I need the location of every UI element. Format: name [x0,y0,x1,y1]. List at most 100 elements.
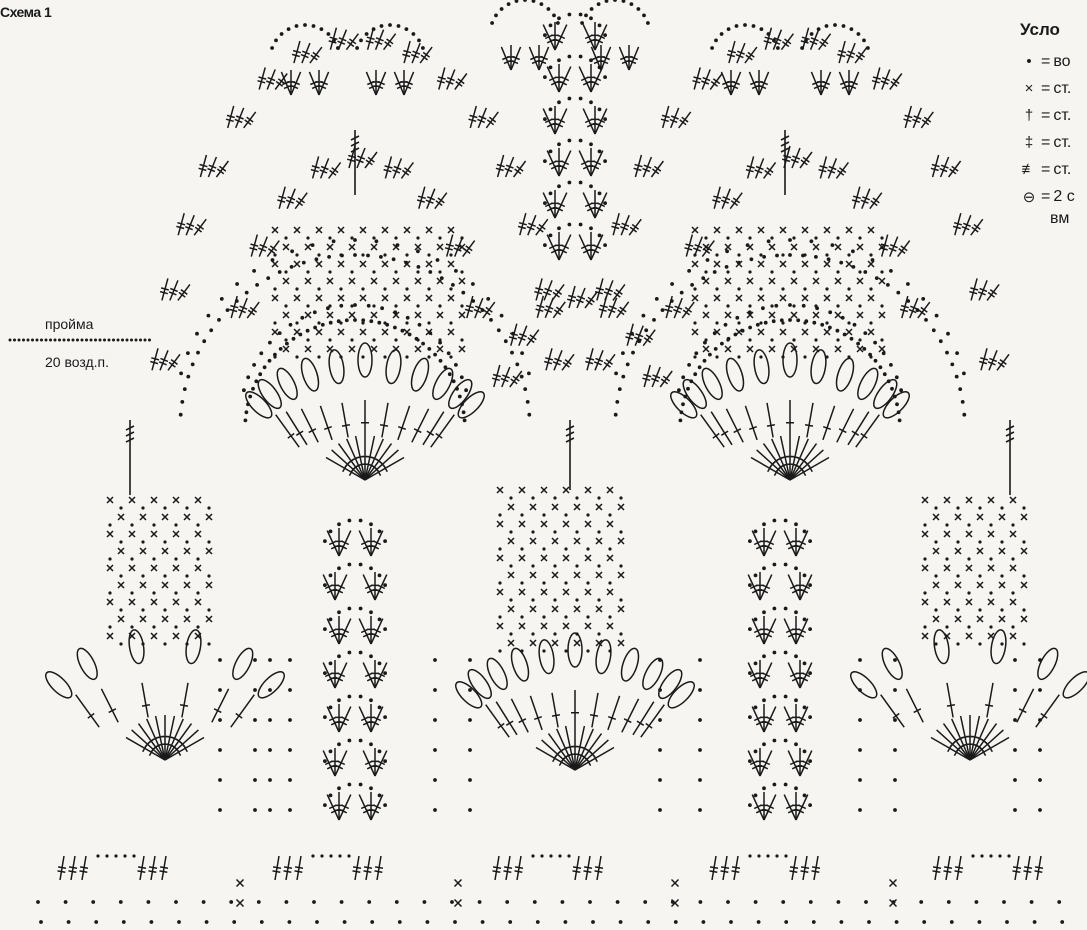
chain-dot [784,920,788,924]
single-crochet-mark [327,312,333,318]
crochet-stitch [291,72,301,95]
chain-dot [698,688,702,692]
crochet-stitch [790,856,799,880]
chain-dot [394,236,397,239]
single-crochet-mark [455,880,462,887]
chain-dot [498,547,501,550]
chain-dot [947,900,951,904]
chain-dot [869,287,872,290]
legend-item-double: ‡=ст. [1020,129,1087,156]
single-crochet-mark [868,227,874,233]
crochet-stitch [431,415,455,448]
chain-dot [579,139,583,143]
single-crochet-mark [596,538,602,544]
crochet-stitch [559,235,571,260]
chain-dot [392,257,396,261]
single-crochet-mark [703,278,709,284]
crochet-stitch [286,412,307,445]
chain-dot [814,338,817,341]
chain-dot [246,375,250,379]
chain-dot [804,319,808,323]
chain-dot [631,351,635,355]
chain-dot [288,920,292,924]
single-crochet-mark [140,548,146,554]
chain-dot [693,287,696,290]
single-crochet-mark [195,599,201,605]
single-crochet-mark [977,582,983,588]
chain-dot [461,291,465,295]
chain-dot [759,355,762,358]
chain-dot [394,304,397,307]
chain-dot [867,920,871,924]
chain-dot [762,742,766,746]
crochet-stitch [194,219,206,235]
chain-dot [754,530,758,534]
crochet-stitch [527,330,539,346]
single-crochet-mark [129,497,135,503]
chain-dot [359,607,363,611]
crochet-stitch [327,531,339,556]
chain-dot [369,610,373,614]
chain-dot [174,557,177,560]
chain-dot [64,900,68,904]
chain-dot [36,900,40,904]
crochet-stitch [786,400,794,435]
chain-dot [284,304,287,307]
chain-dot [1057,900,1061,904]
crochet-stitch [323,751,335,776]
two-together-oval [833,356,857,393]
chain-dot [337,698,341,702]
chain-dot [263,365,267,369]
crochet-stitch [767,403,775,438]
chain-dot [642,14,646,18]
crochet-stitch [931,155,940,177]
single-crochet-mark [791,244,797,250]
chain-dot [337,654,341,658]
chain-dot [895,375,899,379]
chain-dot [825,24,829,28]
single-crochet-mark [824,261,830,267]
chain-dot [962,413,966,417]
chain-dot [114,854,117,857]
chain-dot [94,920,98,924]
single-crochet-mark [173,497,179,503]
single-crochet-mark [922,599,928,605]
chain-dot [858,778,862,782]
single-crochet-mark [999,582,1005,588]
chain-dot [714,39,718,43]
crochet-stitch [710,856,719,880]
single-crochet-mark [1010,633,1016,639]
crochet-stitch [178,284,190,300]
chain-dot [564,513,567,516]
chain-dot [989,557,992,560]
chain-dot [72,339,75,342]
single-crochet-mark [360,295,366,301]
chain-dot [255,283,259,287]
crochet-stitch [412,409,429,443]
crochet-stitch [326,458,365,481]
chain-dot [980,854,983,857]
two-together-oval [854,366,882,403]
chain-dot [698,748,702,752]
single-crochet-mark [944,531,950,537]
chain-dot [851,249,855,253]
chain-dot [803,750,807,754]
chain-dot [794,654,798,658]
crochet-stitch [821,72,831,95]
chain-dot [756,323,760,327]
chain-dot [754,618,758,622]
chain-dot [693,372,697,376]
chain-dot [962,372,966,376]
chain-dot [288,658,292,662]
single-crochet-mark [508,572,514,578]
two-together-oval [989,629,1008,665]
chain-dot [767,239,771,243]
single-crochet-mark [977,616,983,622]
crochet-stitch [751,458,790,481]
chain-dot [880,304,883,307]
crochet-stitch [284,856,293,880]
chain-dot [564,581,567,584]
chain-dot [614,372,618,376]
chain-dot [703,359,707,363]
